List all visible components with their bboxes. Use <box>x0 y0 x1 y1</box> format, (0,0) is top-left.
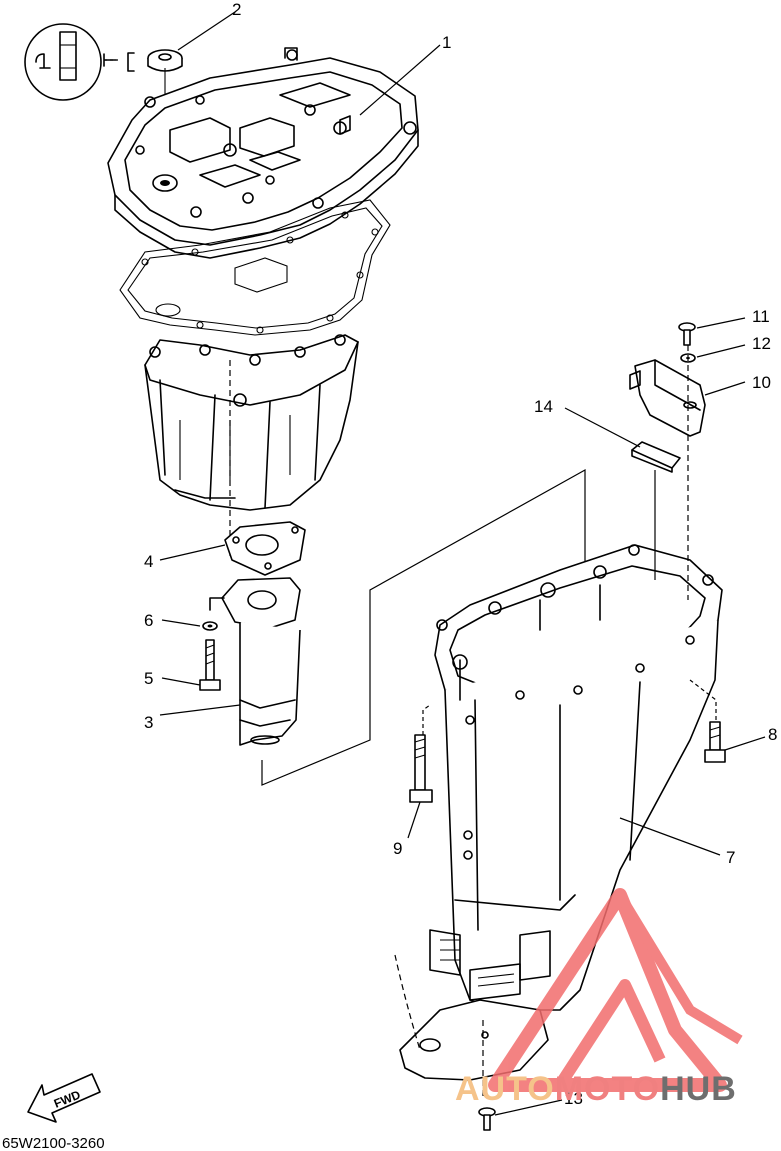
part-7-drive-shaft-housing <box>394 544 723 1100</box>
part-1-upper-plate <box>107 47 419 259</box>
callout-10: 10 <box>752 373 771 392</box>
part-11-screw <box>678 322 696 346</box>
watermark-logo-icon <box>488 888 743 1092</box>
part-9-bolt <box>409 704 433 803</box>
part-code: 65W2100-3260 <box>2 1135 105 1151</box>
callout-6: 6 <box>144 611 153 630</box>
callout-3: 3 <box>144 713 153 732</box>
callout-7: 7 <box>726 848 735 867</box>
callout-11: 11 <box>752 307 770 326</box>
callout-12: 12 <box>752 334 771 353</box>
part-13-screw <box>478 1107 496 1131</box>
callout-5: 5 <box>144 669 153 688</box>
callout-8: 8 <box>768 725 777 744</box>
part-5-bolt <box>199 639 221 691</box>
watermark-brand: AUTOMOTOHUB <box>455 1070 737 1108</box>
part-14-block <box>631 441 681 580</box>
part-6-washer <box>202 621 218 631</box>
watermark-hub: HUB <box>660 1070 737 1108</box>
watermark-auto: AUTO <box>455 1070 555 1108</box>
part-2-washer <box>147 49 183 182</box>
oil-pan <box>144 334 359 560</box>
callout-9: 9 <box>393 839 402 858</box>
forward-arrow-icon: FWD <box>27 1073 101 1123</box>
watermark-moto: MOTO <box>555 1070 660 1108</box>
part-10-bracket <box>629 345 706 600</box>
callout-14: 14 <box>534 397 553 416</box>
part-8-bolt <box>689 679 726 763</box>
upper-gasket <box>119 199 391 336</box>
leader-lines <box>159 11 766 1116</box>
detail-inset <box>24 23 135 101</box>
callout-13: 13 <box>564 1089 583 1108</box>
leader-bracket <box>261 468 586 786</box>
callout-2: 2 <box>232 0 241 19</box>
part-3-exhaust-pipe <box>209 577 301 746</box>
callout-4: 4 <box>144 552 153 571</box>
part-4-gasket <box>224 521 306 576</box>
callout-1: 1 <box>442 33 451 52</box>
